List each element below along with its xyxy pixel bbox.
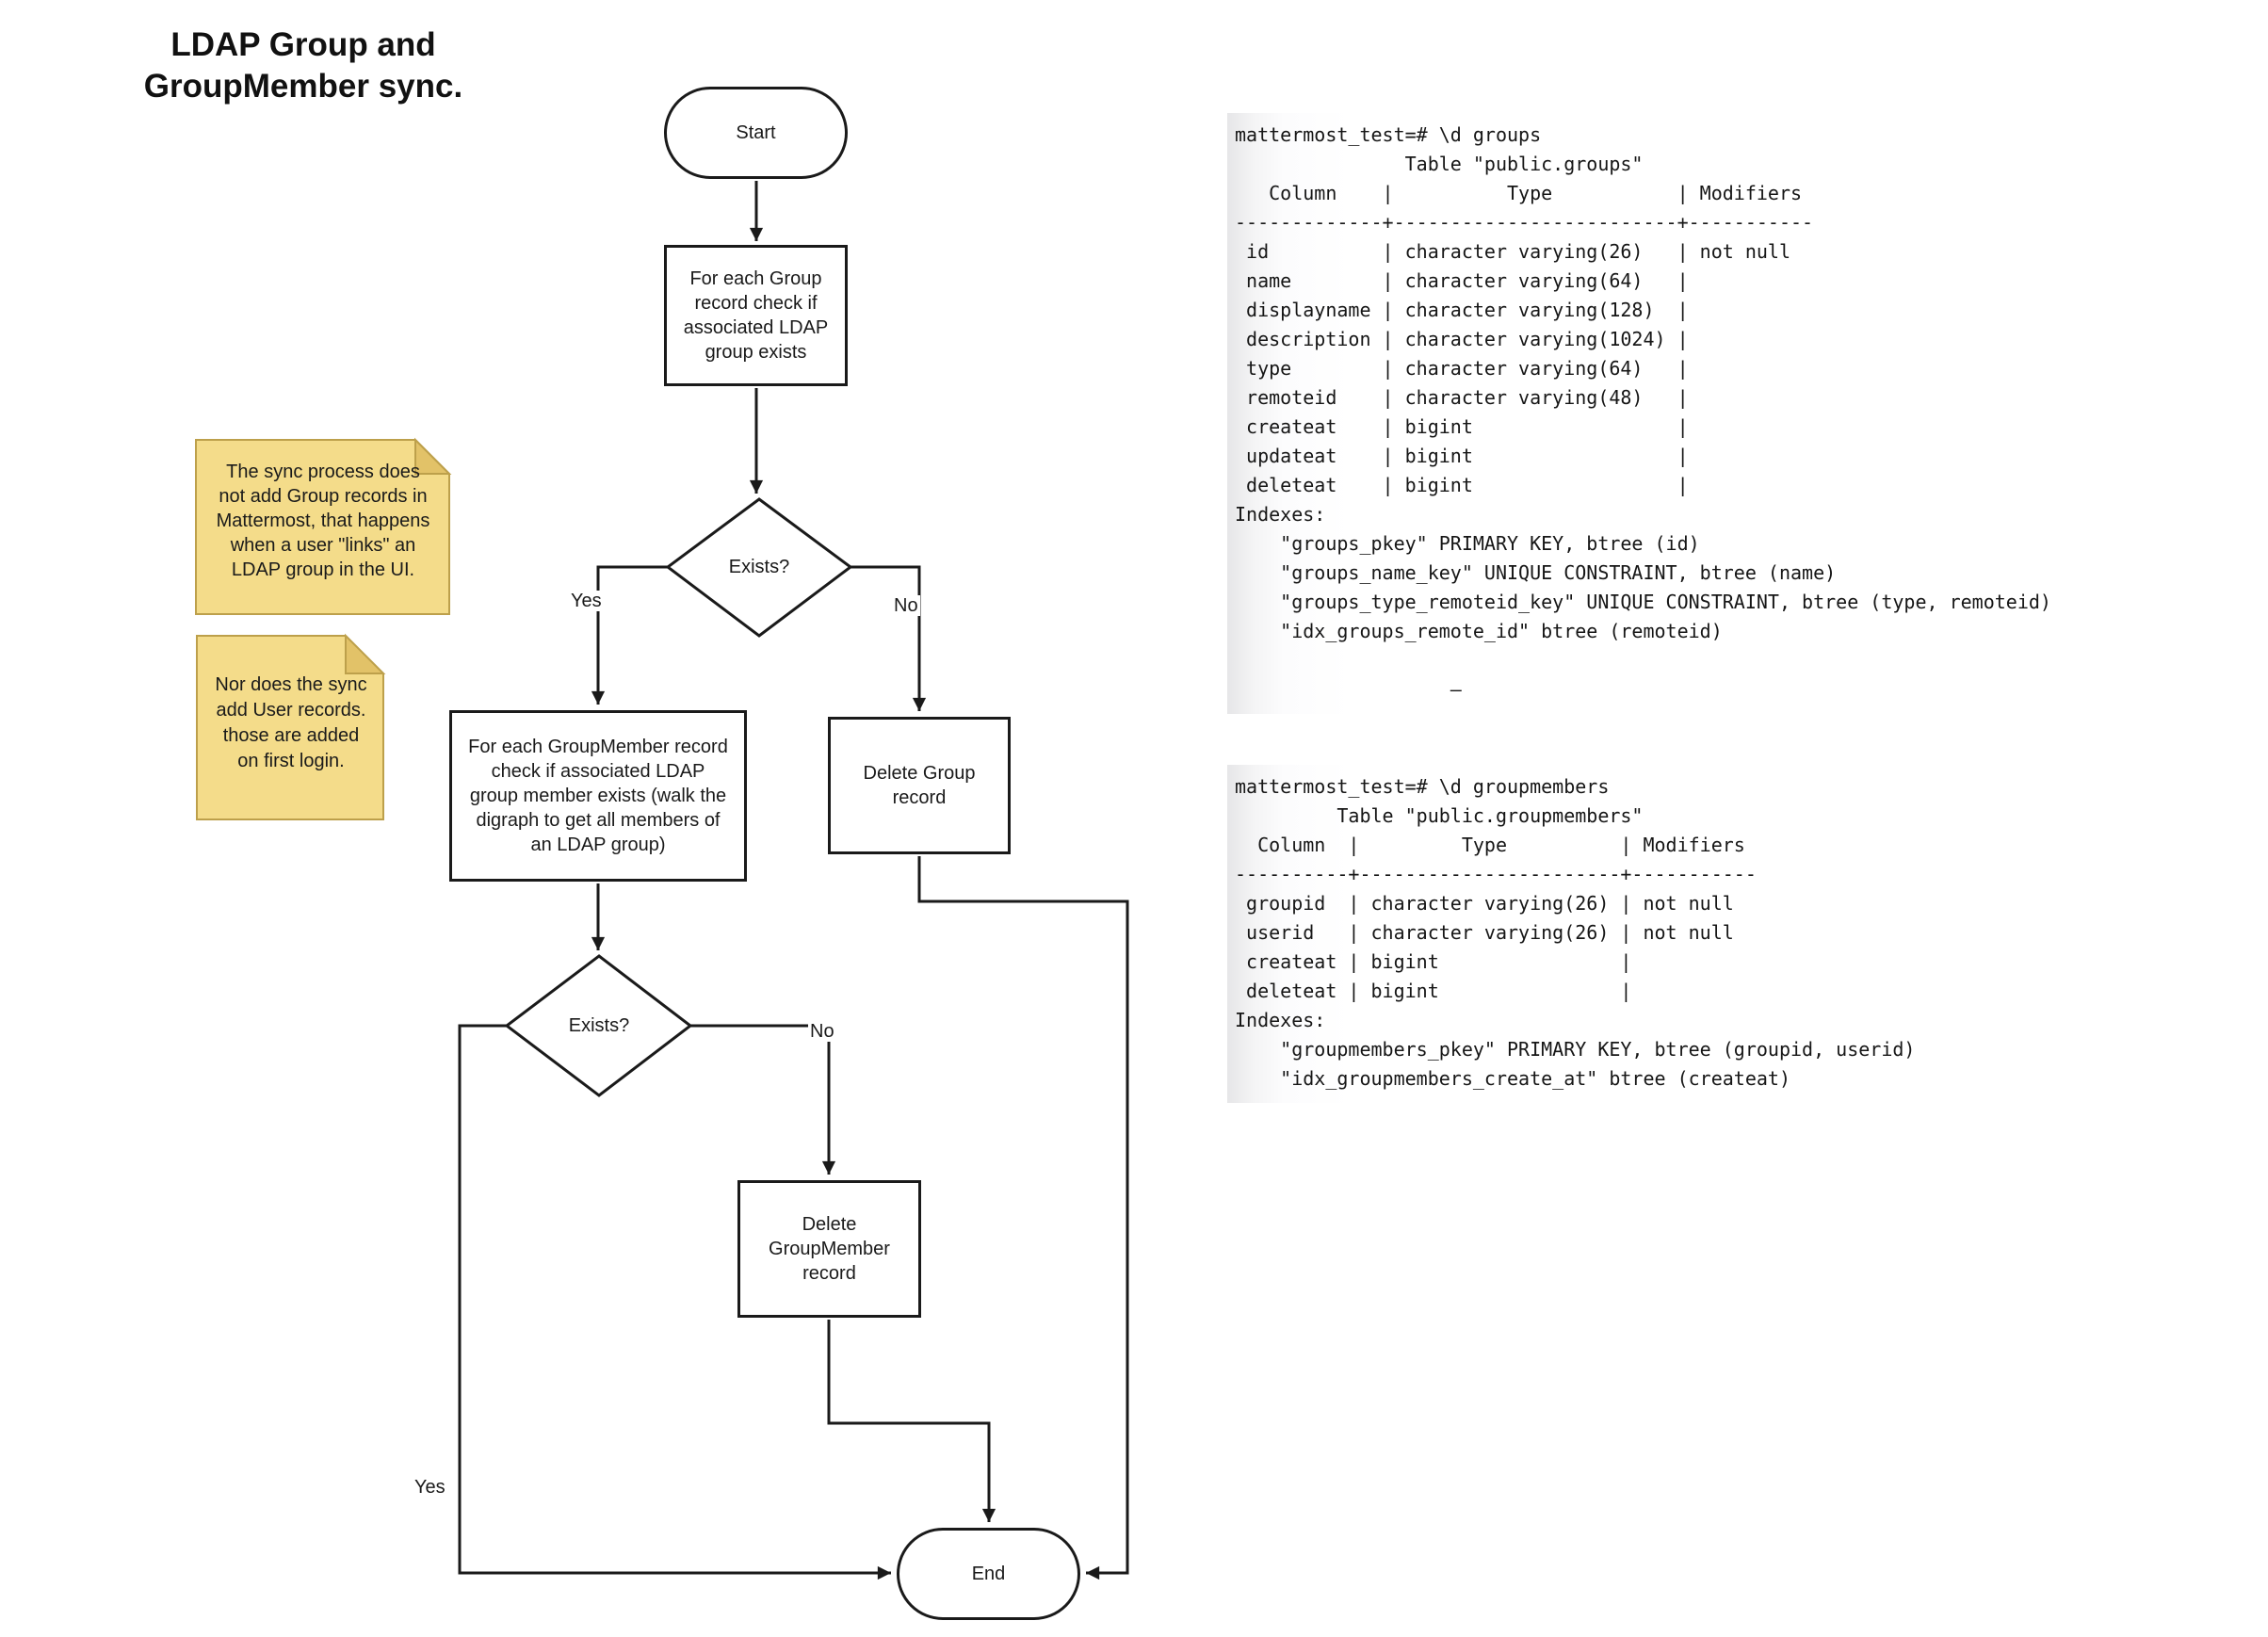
start-label: Start	[736, 122, 776, 143]
sticky-note-2-fold-icon	[345, 633, 386, 674]
flowchart-node-check-group: For each Group record check if associate…	[664, 245, 848, 386]
connector-exists1-yes-to-check-groupmember	[591, 565, 668, 705]
decision-exists-2	[504, 954, 693, 1097]
connector-exists1-no-to-delete-group	[850, 565, 927, 711]
edge-label-yes-2: Yes	[413, 1477, 447, 1498]
check-groupmember-label: For each GroupMember record check if ass…	[468, 737, 728, 855]
sticky-note-2-text: Nor does the sync add User records. thos…	[215, 674, 367, 771]
decision-exists-2-label: Exists?	[568, 1015, 630, 1036]
flowchart-node-start: Start	[664, 87, 848, 179]
flowchart-node-end: End	[897, 1528, 1080, 1620]
sticky-note-1-fold-icon	[414, 437, 452, 475]
sticky-note-1-text: The sync process does not add Group reco…	[216, 462, 430, 580]
sticky-note-1	[195, 439, 450, 615]
connector-delete-group-to-end	[917, 856, 1129, 1580]
terminal-output-groupmembers-table: mattermost_test=# \d groupmembers Table …	[1227, 765, 2054, 1103]
end-label: End	[971, 1564, 1006, 1584]
connector-exists2-yes-to-end	[458, 1024, 891, 1580]
delete-group-label: Delete Group record	[863, 763, 976, 808]
sticky-note-2	[196, 635, 384, 820]
flowchart-node-check-groupmember: For each GroupMember record check if ass…	[449, 710, 747, 882]
flowchart-node-delete-group: Delete Group record	[828, 717, 1011, 854]
edge-label-no-1: No	[892, 595, 920, 616]
decision-exists-1	[665, 497, 853, 638]
edge-label-no-2: No	[808, 1021, 836, 1042]
delete-groupmember-label: Delete GroupMember record	[769, 1214, 890, 1284]
decision-exists-1-label: Exists?	[728, 557, 790, 577]
connector-delete-groupmember-to-end	[827, 1320, 996, 1522]
edge-label-yes-1: Yes	[569, 591, 604, 611]
terminal-output-groups-table: mattermost_test=# \d groups Table "publi…	[1227, 113, 2177, 714]
check-group-label: For each Group record check if associate…	[683, 268, 829, 363]
flowchart-node-delete-groupmember: Delete GroupMember record	[737, 1180, 921, 1318]
connector-exists2-no-to-delete-groupmember	[690, 1024, 836, 1175]
page-title: LDAP Group and GroupMember sync.	[143, 26, 463, 105]
